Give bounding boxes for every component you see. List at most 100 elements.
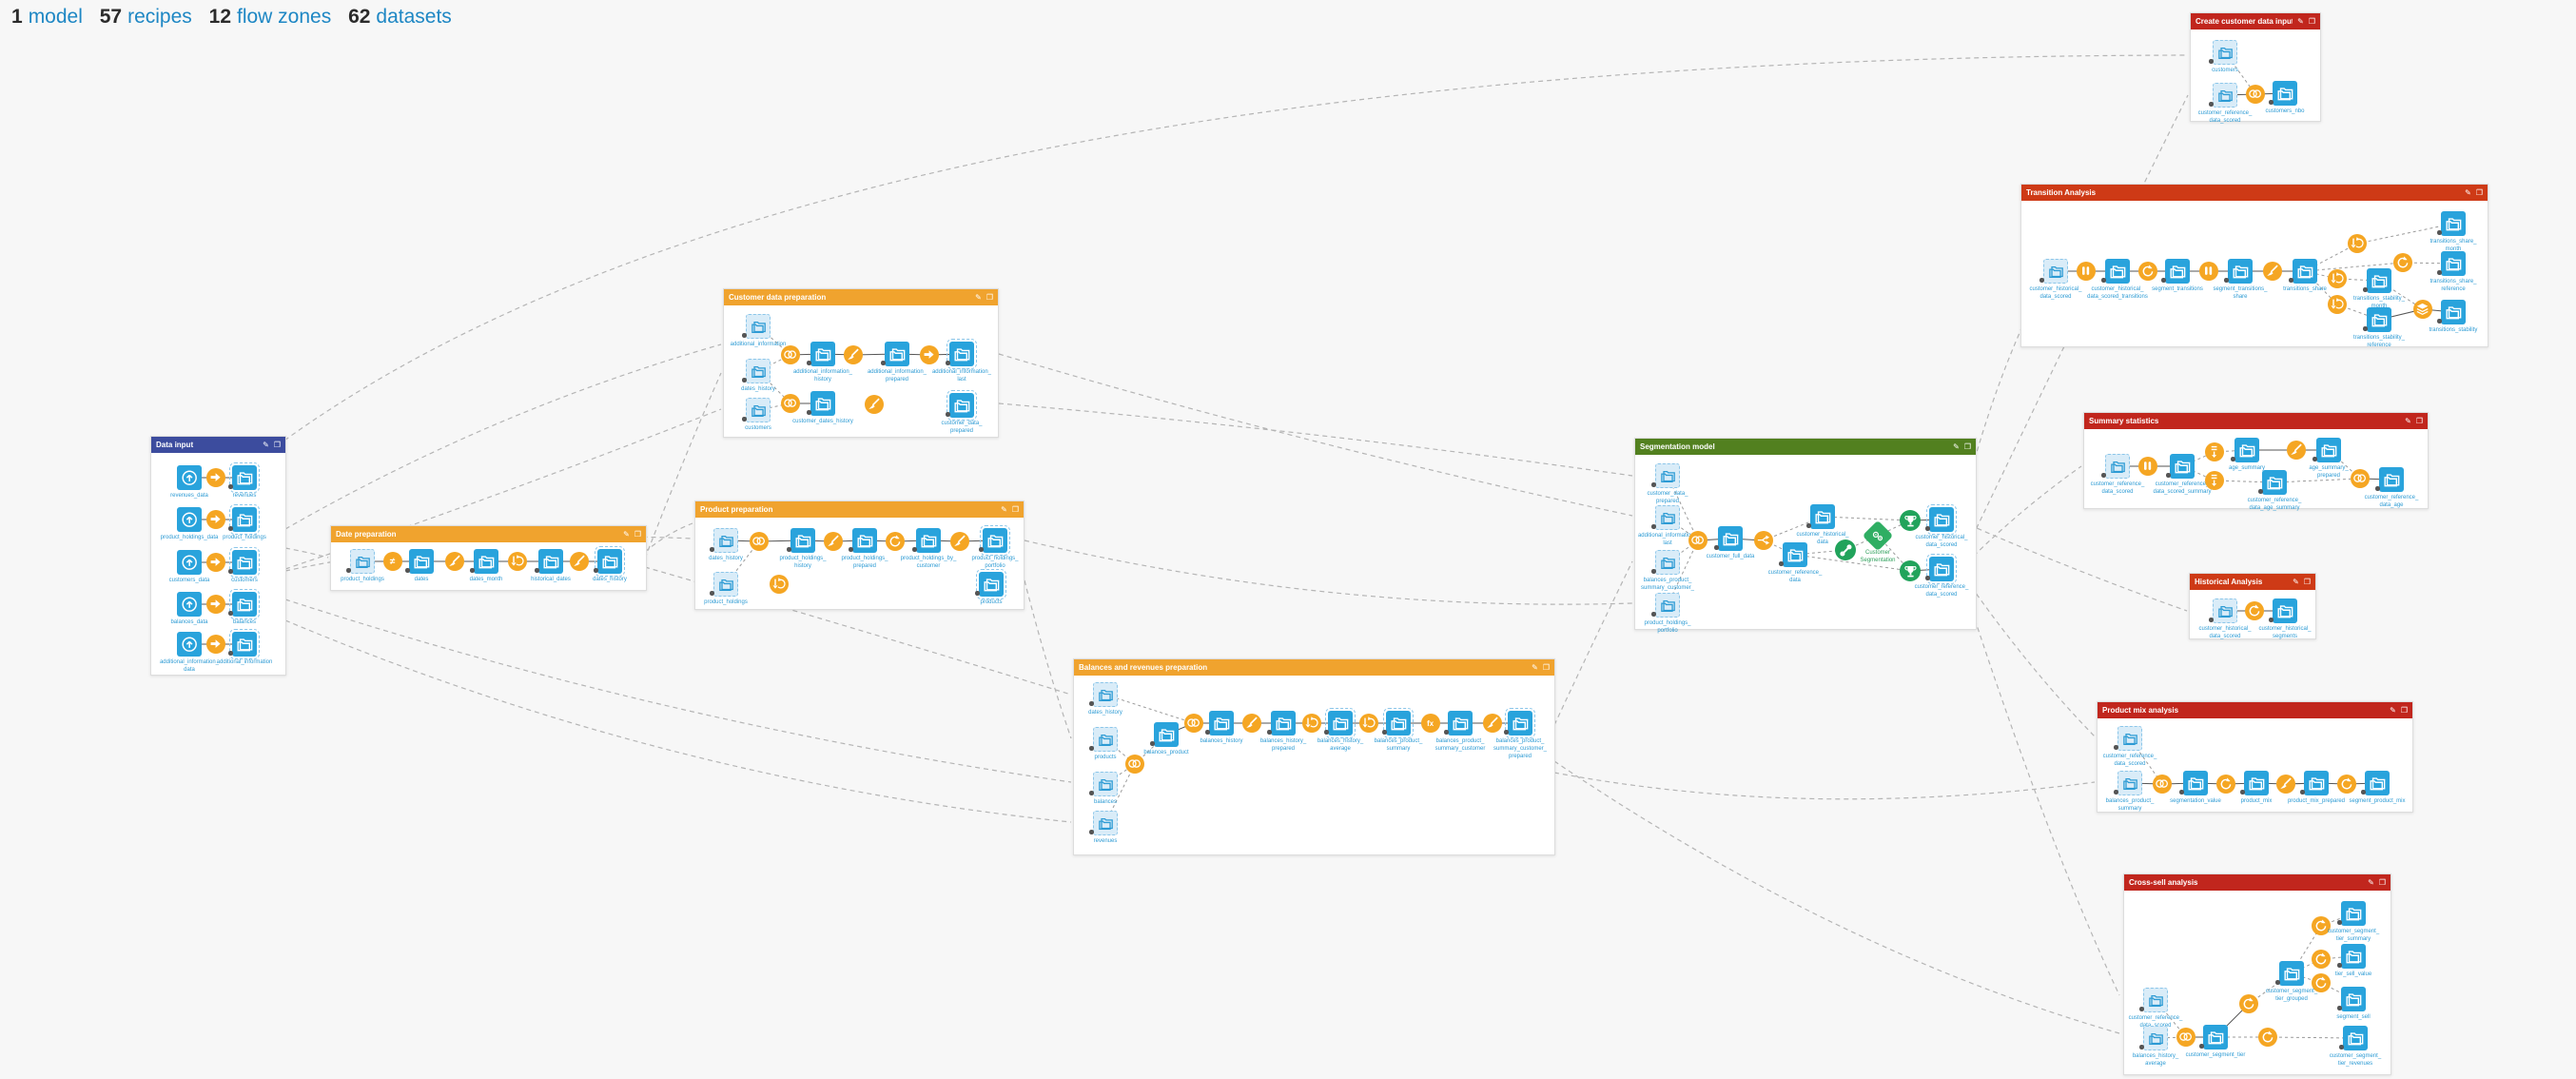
folder-icon [2117, 726, 2142, 751]
dataset-info-dot [346, 568, 351, 573]
folder-icon [790, 528, 815, 553]
folder-icon [885, 342, 909, 366]
folder-icon [2316, 438, 2341, 462]
folder-icon [2043, 259, 2068, 284]
edit-zone-icon[interactable]: ✎ [2465, 187, 2471, 197]
expand-zone-icon[interactable]: ❐ [2308, 16, 2315, 26]
node-label: dates_​history [741, 386, 775, 392]
flow-zones-link[interactable]: flow zones [237, 6, 332, 28]
models-link[interactable]: model [28, 6, 83, 28]
folder-icon [2183, 771, 2208, 795]
edit-zone-icon[interactable]: ✎ [2297, 16, 2304, 26]
sync-recipe-icon [206, 635, 225, 654]
prepare-recipe-icon [445, 552, 464, 571]
dataset-info-dot [470, 568, 475, 573]
datasets-link[interactable]: datasets [376, 6, 452, 28]
folder-icon [2341, 944, 2366, 969]
expand-zone-icon[interactable]: ❐ [986, 292, 993, 302]
zone-header-create-customer-data-input-for-nbo[interactable]: Create customer data input for NBO✎❐ [2191, 13, 2320, 29]
join-recipe-icon [750, 532, 769, 551]
folder-icon [852, 528, 877, 553]
zone-header-transition-analysis[interactable]: Transition Analysis✎❐ [2021, 185, 2488, 201]
node-label: balances_​product_​summary_​customer [1434, 738, 1486, 752]
node-label: dates_​history [593, 577, 627, 582]
expand-zone-icon[interactable]: ❐ [1011, 504, 1019, 514]
expand-zone-icon[interactable]: ❐ [2475, 187, 2483, 197]
node-label: customer_​data_​prepared [941, 421, 983, 434]
node-label: revenues [232, 493, 257, 499]
dataset-info-dot [1806, 523, 1811, 528]
flow-zone-date-preparation: Date preparation✎❐product_​holdings≠date… [330, 525, 647, 591]
folder-icon [1718, 526, 1743, 551]
expand-zone-icon[interactable]: ❐ [1542, 662, 1550, 672]
zone-header-data-input[interactable]: Data input✎❐ [151, 437, 285, 453]
folder-icon [810, 391, 835, 416]
group-recipe-icon [2077, 262, 2096, 281]
dataset-info-dot [975, 591, 980, 596]
dataset-info-dot [2114, 790, 2118, 795]
edit-zone-icon[interactable]: ✎ [263, 440, 269, 449]
expand-zone-icon[interactable]: ❐ [2400, 705, 2408, 715]
folder-icon [713, 572, 738, 597]
expand-zone-icon[interactable]: ❐ [2378, 877, 2386, 887]
join-recipe-icon [781, 394, 800, 413]
formula-recipe-icon: fx [1421, 714, 1440, 733]
expand-zone-icon[interactable]: ❐ [273, 440, 281, 449]
edit-zone-icon[interactable]: ✎ [623, 529, 630, 539]
zone-header-balances-and-revenues-preparation[interactable]: Balances and revenues preparation✎❐ [1074, 659, 1554, 676]
flow-connection [998, 353, 1633, 517]
folder-icon [2273, 81, 2297, 106]
folder-icon [2170, 454, 2195, 479]
zone-header-customer-data-preparation[interactable]: Customer data preparation✎❐ [724, 289, 998, 305]
folder-icon [916, 528, 941, 553]
folder-icon [474, 549, 498, 574]
dataset-info-dot [710, 547, 714, 552]
dataset-info-dot [2337, 1006, 2342, 1010]
zone-header-product-mix-analysis[interactable]: Product mix analysis✎❐ [2098, 702, 2412, 718]
edit-zone-icon[interactable]: ✎ [1001, 504, 1007, 514]
expand-zone-icon[interactable]: ❐ [1963, 441, 1971, 451]
node-label: customer_​reference_​data_​age [2364, 495, 2419, 508]
expand-zone-icon[interactable]: ❐ [2303, 577, 2311, 586]
upload-icon [177, 507, 202, 532]
node-label: products [1094, 755, 1117, 760]
dataset-info-dot [881, 361, 886, 365]
folder-icon [229, 629, 260, 659]
zone-header-product-preparation[interactable]: Product preparation✎❐ [695, 501, 1024, 518]
node-label: revenues_​data [170, 493, 208, 499]
edit-zone-icon[interactable]: ✎ [2405, 416, 2411, 425]
zone-header-date-preparation[interactable]: Date preparation ✎ ❐ [331, 526, 646, 542]
window-recipe-icon [508, 552, 527, 571]
node-label: additional_​information [216, 659, 273, 665]
node-label: Customer Segmentation [1860, 550, 1896, 563]
zone-header-segmentation-model[interactable]: Segmentation model✎❐ [1635, 439, 1976, 455]
expand-zone-icon[interactable]: ❐ [2415, 416, 2423, 425]
dataset-info-dot [2101, 473, 2106, 478]
expand-zone-icon[interactable]: ❐ [634, 529, 641, 539]
edit-zone-icon[interactable]: ✎ [2390, 705, 2396, 715]
node-label: customers [2212, 68, 2238, 73]
edit-zone-icon[interactable]: ✎ [2368, 877, 2374, 887]
folder-icon [1154, 722, 1179, 747]
upload-icon [177, 550, 202, 575]
folder-icon [810, 342, 835, 366]
edit-zone-icon[interactable]: ✎ [975, 292, 982, 302]
dataset-info-dot [2179, 790, 2184, 795]
edit-zone-icon[interactable]: ✎ [1953, 441, 1960, 451]
edit-zone-icon[interactable]: ✎ [1532, 662, 1538, 672]
prepare-recipe-icon [844, 345, 863, 364]
zone-header-summary-statistics[interactable]: Summary statistics✎❐ [2084, 413, 2428, 429]
node-label: customers [231, 578, 258, 583]
dataset-info-dot [2039, 278, 2044, 283]
recipes-link[interactable]: recipes [127, 6, 192, 28]
folder-icon [2228, 259, 2253, 284]
flow-connection [284, 598, 1072, 783]
zone-header-historical-analysis[interactable]: Historical Analysis✎❐ [2190, 574, 2315, 590]
zone-title: Date preparation [336, 530, 397, 539]
node-label: customers [745, 425, 771, 431]
node-edge [1822, 516, 1911, 521]
zone-header-cross-sell-analysis[interactable]: Cross-sell analysis✎❐ [2124, 874, 2391, 891]
edit-zone-icon[interactable]: ✎ [2293, 577, 2299, 586]
